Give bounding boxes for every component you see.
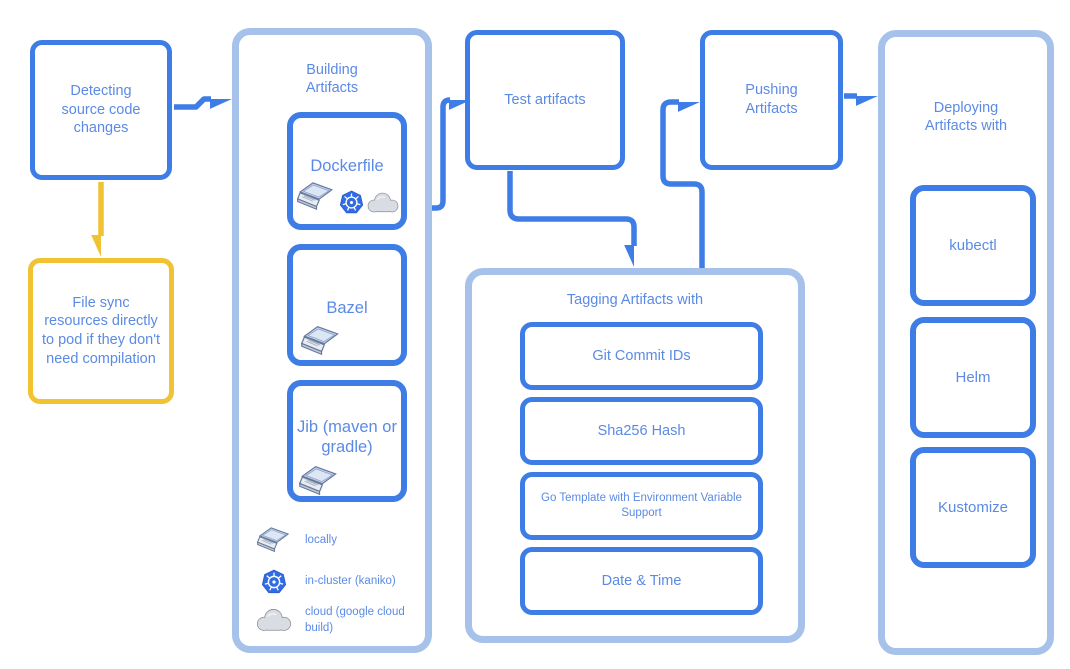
node-label: Dockerfile (310, 157, 384, 175)
laptop-icon (299, 466, 339, 497)
group-deploying-artifacts: Deploying Artifacts with kubectl Helm Ku… (878, 30, 1054, 655)
node-file-sync: File sync resources directly to pod if t… (28, 258, 174, 404)
group-title: Building Artifacts (305, 62, 359, 97)
node-go-template: Go Template with Environment Variable Su… (520, 472, 763, 540)
node-git-commit-ids: Git Commit IDs (520, 322, 763, 390)
node-sha256-hash: Sha256 Hash (520, 397, 763, 465)
node-date-and-time: Date & Time (520, 547, 763, 615)
kubernetes-icon (251, 569, 297, 595)
node-kustomize: Kustomize (910, 447, 1036, 568)
node-label: Jib (maven or gradle) (297, 418, 397, 456)
legend-row-cloud: cloud (google cloud build) (251, 605, 415, 636)
node-dockerfile: Dockerfile (287, 112, 407, 230)
node-label: Detecting source code changes (61, 83, 141, 137)
node-test-artifacts: Test artifacts (465, 30, 625, 170)
node-label: Bazel (326, 299, 368, 317)
cloud-icon (251, 607, 297, 634)
node-label: Helm (955, 368, 991, 386)
node-jib: Jib (maven or gradle) (287, 380, 407, 502)
node-label: Git Commit IDs (592, 347, 691, 364)
node-label: Kustomize (937, 498, 1009, 516)
group-tagging-artifacts: Tagging Artifacts with Git Commit IDs Sh… (465, 268, 805, 643)
arrow-test-to-tagging (507, 171, 637, 246)
laptop-icon (301, 326, 341, 357)
node-label: kubectl (949, 236, 997, 254)
laptop-icon (251, 527, 297, 554)
node-pushing-artifacts: Pushing Artifacts (700, 30, 843, 170)
legend-label: locally (305, 533, 337, 546)
node-bazel: Bazel (287, 244, 407, 366)
node-label: File sync resources directly to pod if t… (41, 294, 161, 367)
legend-row-in-cluster: in-cluster (kaniko) (251, 569, 396, 595)
node-label: Go Template with Environment Variable Su… (541, 492, 742, 519)
node-label: Test artifacts (504, 91, 586, 108)
node-label: Pushing Artifacts (745, 82, 798, 117)
node-helm: Helm (910, 317, 1036, 438)
node-label: Date & Time (601, 572, 682, 589)
node-detecting-source-code-changes: Detecting source code changes (30, 40, 172, 180)
group-building-artifacts: Building Artifacts Dockerfile Bazel Jib … (232, 28, 432, 653)
arrow-detecting-to-building (174, 96, 211, 110)
group-title: Tagging Artifacts with (566, 292, 704, 308)
node-kubectl: kubectl (910, 185, 1036, 306)
arrow-tagging-to-pushing (660, 99, 705, 268)
kubernetes-icon (339, 190, 364, 215)
legend-row-locally: locally (251, 527, 337, 554)
laptop-icon (297, 182, 335, 212)
arrow-building-to-test (432, 97, 450, 211)
legend-label: in-cluster (kaniko) (305, 575, 396, 588)
group-title: Deploying Artifacts with (924, 100, 1008, 135)
cloud-icon (365, 191, 401, 215)
node-label: Sha256 Hash (597, 422, 686, 439)
legend-label: cloud (google cloud build) (305, 606, 405, 634)
